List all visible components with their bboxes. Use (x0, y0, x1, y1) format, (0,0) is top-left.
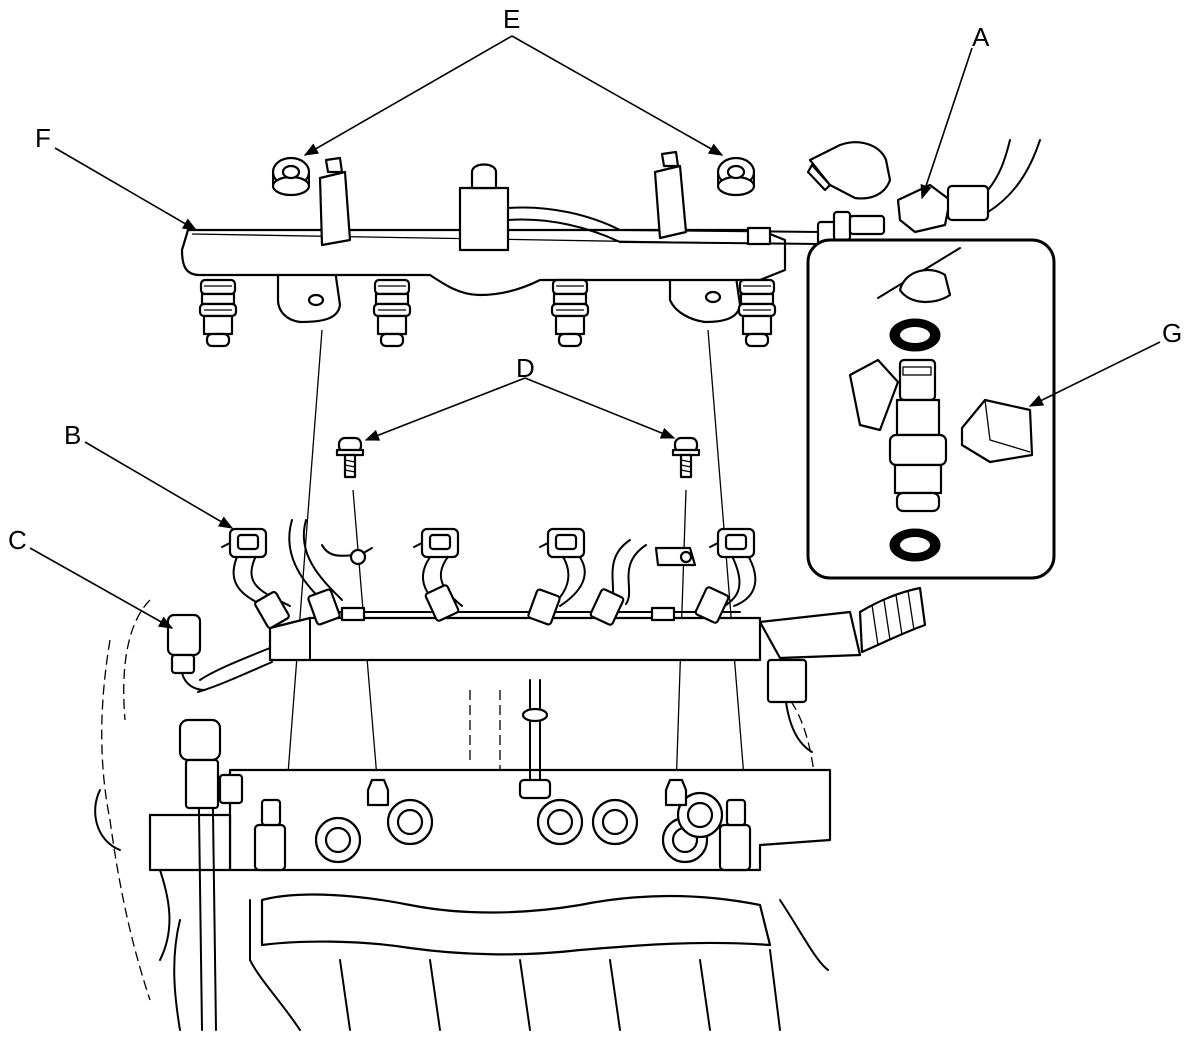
callout-label-f: F (35, 123, 51, 153)
engine-outline-dashed (101, 599, 816, 1001)
fuel-feed-hose-quick-connector (806, 139, 1041, 234)
fuel-rail-assembly (180, 150, 886, 324)
callout-label-b: B (64, 420, 82, 450)
injector-harness (166, 519, 927, 753)
engine-wire-harness-left (178, 718, 244, 1031)
intake-manifold-base (94, 679, 832, 1031)
callout-label-a: A (972, 22, 990, 52)
leader-lines (29, 35, 1161, 629)
callout-label-g: G (1162, 318, 1183, 348)
mounting-bolts-d (335, 436, 701, 479)
callout-label-c: C (8, 525, 27, 555)
callout-label-d: D (516, 353, 535, 383)
callout-label-e: E (503, 4, 521, 34)
detail-box-injector (806, 238, 1056, 580)
